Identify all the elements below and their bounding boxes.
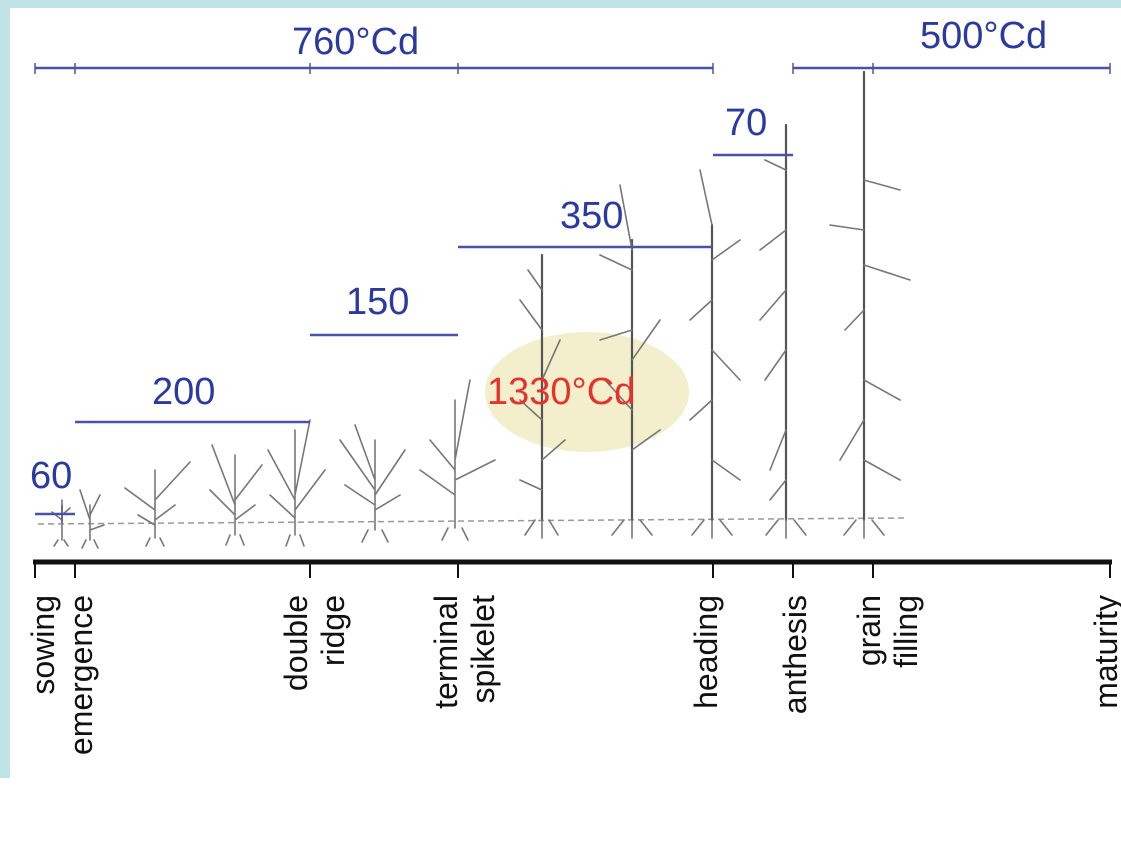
stage-label-heading: heading bbox=[688, 595, 724, 709]
duration-bar-anthesis-to-maturity bbox=[792, 63, 1111, 74]
stage-label-terminal: terminal bbox=[428, 595, 464, 709]
duration-label-200: 200 bbox=[152, 371, 215, 413]
plant-heading bbox=[689, 169, 741, 539]
stage-label-double: double bbox=[278, 595, 314, 691]
plant-emergence bbox=[79, 489, 105, 549]
plant-tillering-3 bbox=[267, 419, 326, 547]
timeline-ticks bbox=[34, 562, 1111, 578]
duration-bar-sowing-to-heading bbox=[34, 63, 714, 74]
stage-label-sowing: sowing bbox=[25, 595, 61, 695]
stage-label-ridge: ridge bbox=[315, 595, 351, 666]
duration-label-350: 350 bbox=[560, 195, 623, 237]
plant-stem-elongation-1 bbox=[339, 424, 406, 543]
stage-label-grain: grain bbox=[851, 595, 887, 666]
plant-grain-filling bbox=[829, 70, 911, 539]
duration-label-70: 70 bbox=[725, 102, 767, 144]
plant-anthesis bbox=[759, 123, 807, 539]
total-thermal-time-label: 1330°Cd bbox=[487, 371, 635, 413]
stage-label-emergence: emergence bbox=[63, 595, 99, 755]
plant-illustrations bbox=[37, 70, 911, 549]
stage-labels: sowing emergence double ridge terminal s… bbox=[25, 595, 1121, 755]
duration-label-60: 60 bbox=[30, 455, 72, 497]
figure-panel-lower bbox=[0, 778, 1121, 841]
duration-label-760: 760°Cd bbox=[292, 21, 419, 63]
duration-label-500: 500°Cd bbox=[920, 15, 1047, 57]
plant-booting-2 bbox=[599, 184, 661, 539]
stage-label-spikelet: spikelet bbox=[465, 595, 501, 704]
stage-label-filling: filling bbox=[888, 595, 924, 668]
ground-line bbox=[37, 517, 906, 525]
stage-label-maturity: maturity bbox=[1088, 595, 1121, 709]
plant-booting-1 bbox=[519, 253, 566, 539]
plant-stem-elongation-2 bbox=[419, 379, 496, 541]
plant-tillering-1 bbox=[124, 461, 191, 547]
total-highlight bbox=[485, 332, 689, 452]
stage-label-anthesis: anthesis bbox=[777, 595, 813, 714]
plant-tillering-2 bbox=[209, 444, 263, 546]
duration-label-150: 150 bbox=[346, 281, 409, 323]
